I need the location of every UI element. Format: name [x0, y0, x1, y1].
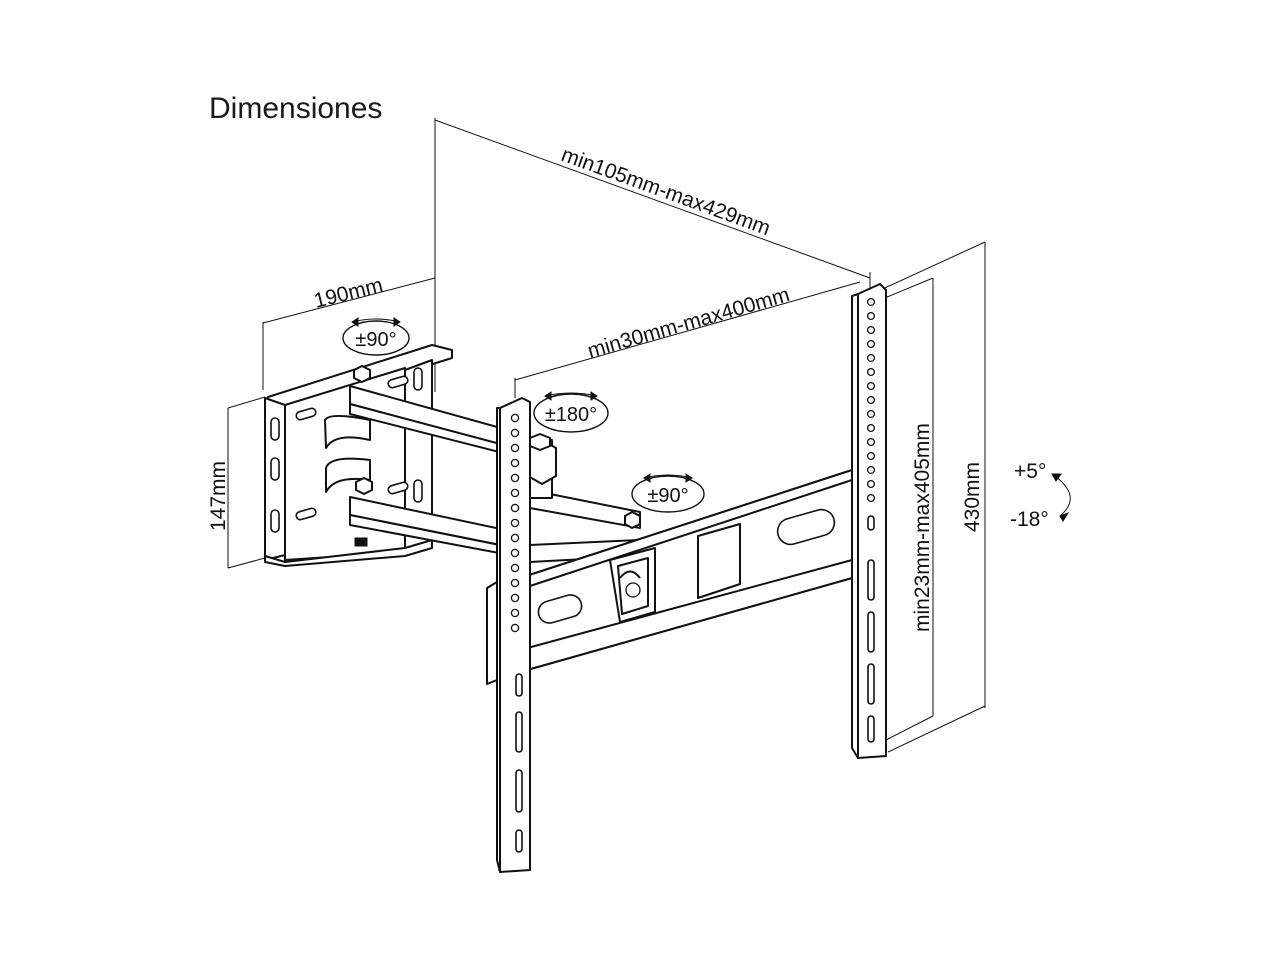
left-vertical-bracket: [486, 397, 531, 873]
horizontal-spacing-label: min30mm-max400mm: [585, 283, 792, 363]
tilt-indicator: +5° -18°: [1010, 460, 1071, 531]
bracket-height-label: 430mm: [961, 462, 984, 532]
wall-plate-depth-label: 190mm: [312, 274, 386, 313]
vertical-spacing-label: min23mm-max405mm: [911, 423, 934, 632]
arm-rotation-label: ±180°: [545, 404, 597, 426]
head-swivel-badge: ±90°: [631, 473, 705, 513]
arm-rotation-badge: ±180°: [533, 391, 609, 433]
wall-swivel-label: ±90°: [355, 329, 396, 351]
dimension-lines: [227, 118, 986, 753]
diagram-title: Dimensiones: [209, 92, 382, 125]
wall-swivel-badge: ±90°: [342, 317, 410, 356]
head-swivel-label: ±90°: [647, 485, 688, 507]
tilt-arc-icon: [1051, 473, 1071, 517]
tilt-down-label: -18°: [1010, 508, 1049, 531]
tilt-up-label: +5°: [1014, 460, 1046, 483]
arm-extension-label: min105mm-max429mm: [558, 143, 773, 240]
wall-plate-height-label: 147mm: [207, 461, 230, 531]
right-vertical-bracket: [851, 283, 887, 759]
